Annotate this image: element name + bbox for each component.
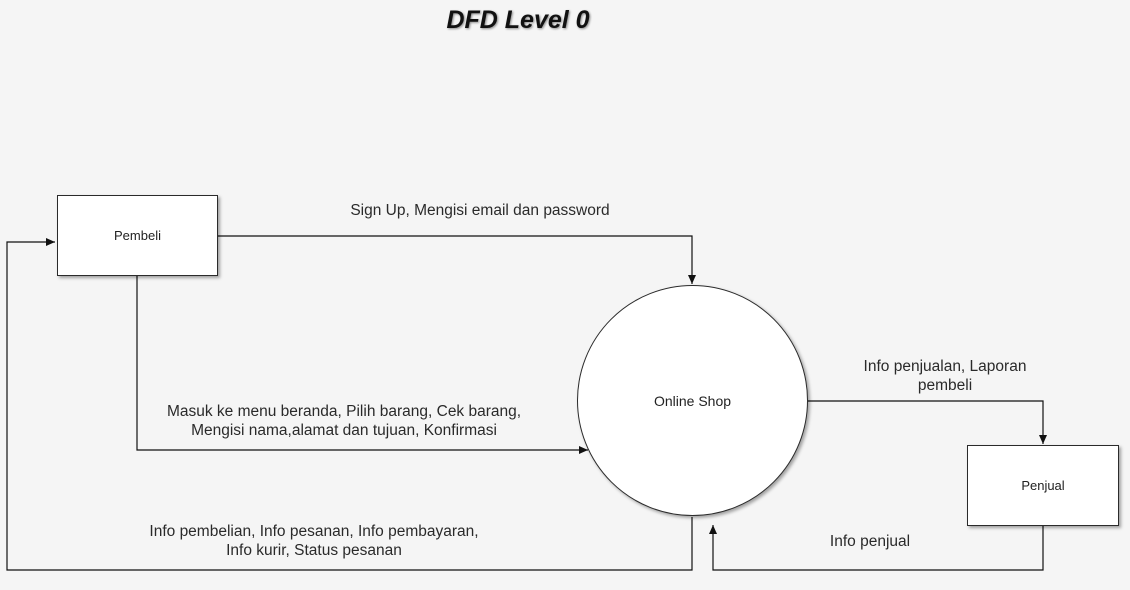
flow-info-pembelian-arrow [6, 238, 693, 571]
flow-masuk-arrow [136, 276, 588, 454]
diagram-title: DFD Level 0 [446, 6, 590, 34]
flow-info-penjual-label: Info penjual [829, 533, 911, 550]
flow-masuk-label: Masuk ke menu beranda, Pilih barang, Cek… [166, 403, 522, 439]
flow-info-penjual-arrow [709, 525, 1044, 571]
flow-info-pembelian-label: Info pembelian, Info pesanan, Info pemba… [149, 523, 479, 559]
entity-pembeli-label: Pembeli [114, 228, 161, 243]
process-online-shop[interactable]: Online Shop [577, 285, 808, 516]
process-online-shop-label: Online Shop [653, 392, 732, 409]
flow-signup-arrow [218, 235, 696, 284]
flow-info-penjualan-label: Info penjualan, Laporan pembeli [863, 358, 1027, 394]
flow-info-penjualan-arrow [808, 400, 1047, 444]
entity-pembeli[interactable]: Pembeli [57, 195, 218, 276]
flow-signup-label: Sign Up, Mengisi email dan password [350, 202, 610, 219]
entity-penjual[interactable]: Penjual [967, 445, 1119, 526]
entity-penjual-label: Penjual [1021, 478, 1065, 493]
